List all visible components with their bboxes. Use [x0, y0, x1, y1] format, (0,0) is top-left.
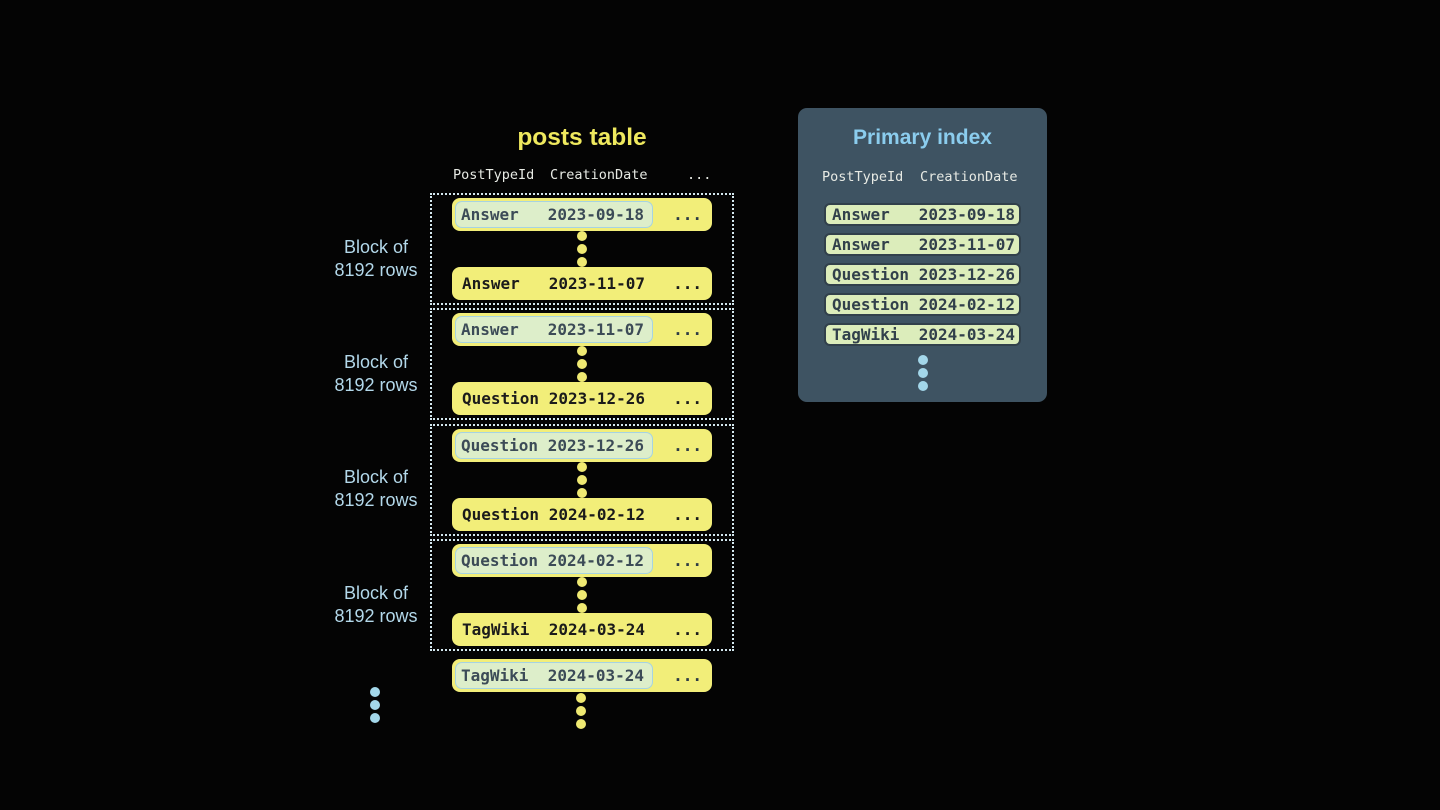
- primary-index-panel: Primary index PostTypeId CreationDate An…: [798, 108, 1047, 402]
- row-ellipsis: ...: [673, 274, 702, 293]
- primary-index-title: Primary index: [853, 126, 992, 149]
- blocks-continuation-dots: [370, 687, 380, 723]
- ellipsis-dots-vertical: [577, 231, 587, 267]
- posts-header-posttypeid: PostTypeId: [453, 167, 535, 183]
- row-ellipsis: ...: [673, 505, 702, 524]
- ellipsis-dots-vertical: [577, 462, 587, 498]
- row-ellipsis: ...: [673, 389, 702, 408]
- row-ellipsis: ...: [673, 620, 702, 639]
- posts-table-headers: PostTypeId CreationDate ...: [452, 167, 752, 185]
- index-header-posttypeid: PostTypeId: [822, 169, 904, 185]
- row-ellipsis: ...: [673, 666, 702, 685]
- ellipsis-dots-vertical: [577, 346, 587, 382]
- posts-header-ellipsis: ...: [687, 167, 712, 183]
- block-label: Block of 8192 rows: [334, 467, 418, 510]
- block-label: Block of 8192 rows: [334, 237, 418, 280]
- primary-index-headers: PostTypeId CreationDate: [798, 169, 1047, 185]
- row-ellipsis: ...: [673, 320, 702, 339]
- block-label: Block of 8192 rows: [334, 583, 418, 626]
- index-continuation-dots: [798, 355, 1047, 391]
- index-header-creationdate: CreationDate: [920, 169, 1018, 185]
- row-ellipsis: ...: [673, 551, 702, 570]
- table-continuation-dots: [576, 693, 586, 729]
- row-ellipsis: ...: [673, 205, 702, 224]
- block-label: Block of 8192 rows: [334, 352, 418, 395]
- posts-table-title: posts table: [517, 124, 647, 151]
- ellipsis-dots-vertical: [577, 577, 587, 613]
- row-ellipsis: ...: [673, 436, 702, 455]
- posts-header-creationdate: CreationDate: [550, 167, 648, 183]
